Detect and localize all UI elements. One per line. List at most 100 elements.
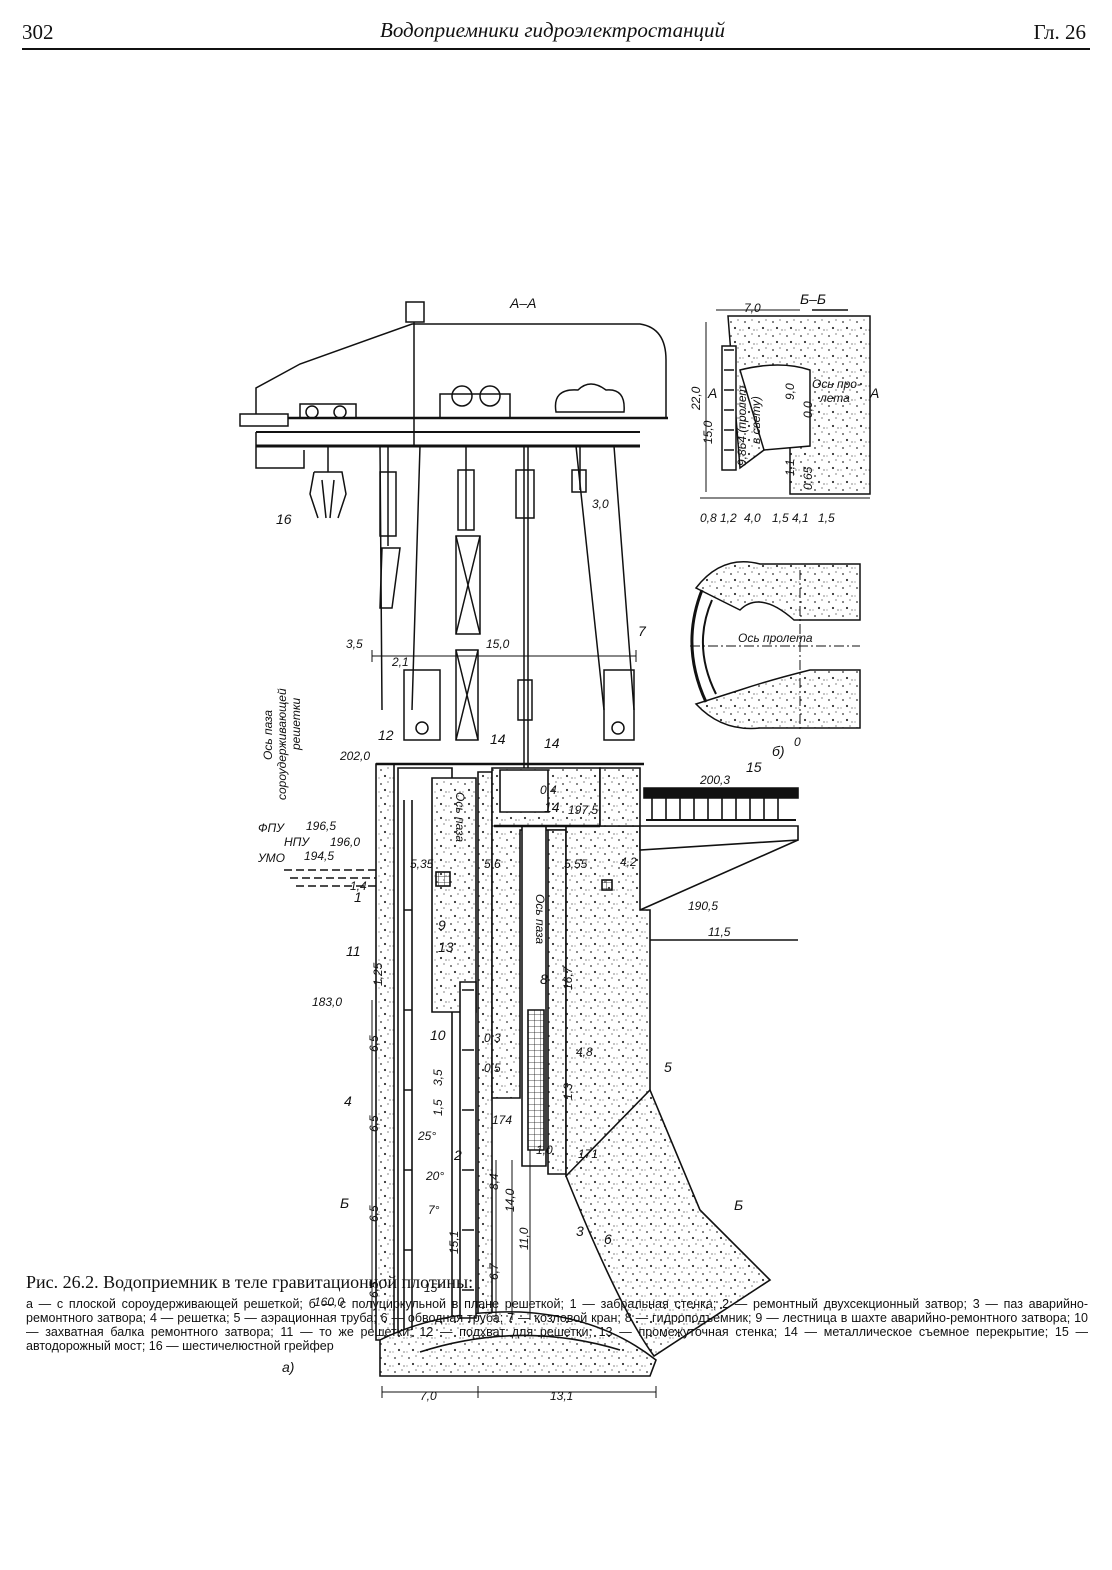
level-160: 160,0 <box>314 1295 344 1309</box>
dim-6-5-c: 6,5 <box>367 1205 381 1222</box>
caption-body: а — с плоской сороудерживающей решеткой;… <box>26 1297 1088 1353</box>
plan-zero: 0 <box>794 735 801 749</box>
axis-of-span-line2: лета <box>819 391 850 405</box>
dim-14: 14,0 <box>503 1188 517 1212</box>
dam-body <box>284 762 799 1377</box>
level-200-3: 200,3 <box>699 773 730 787</box>
chapter-label: Гл. 26 <box>1033 20 1086 44</box>
dim-0: 0,0 <box>801 401 815 418</box>
angle-15: 15° <box>424 1281 442 1295</box>
marker-14-a: 14 <box>490 731 506 747</box>
dim-1-3: 1,3 <box>561 1083 575 1100</box>
level-fpu-value: 196,5 <box>306 819 336 833</box>
axis-groove-2: Ось паза <box>533 894 547 944</box>
dim-1-0: 1,0 <box>536 1143 553 1157</box>
dim-15-vert: 15,0 <box>701 420 715 444</box>
angle-20: 20° <box>425 1169 444 1183</box>
dim-16-7: 16,7 <box>561 965 575 990</box>
level-fpu: ФПУ <box>258 821 285 835</box>
marker-7: 7 <box>638 623 647 639</box>
page-header: 302 Водоприемники гидроэлектростанций Гл… <box>0 0 1112 54</box>
dim-11-5: 11,5 <box>708 925 731 939</box>
angle-25: 25° <box>417 1129 436 1143</box>
dim-5-55: 5,55 <box>564 857 588 871</box>
level-umo: УМО <box>257 851 285 865</box>
marker-b-left: Б <box>340 1195 349 1211</box>
dim-0-4: 0,4 <box>540 783 557 797</box>
axis-of-span-b: Ось пролета <box>738 631 813 645</box>
dim-bottom-2: 4,0 <box>744 511 761 525</box>
level-190-5: 190,5 <box>688 899 718 913</box>
caption-title: Рис. 26.2. Водоприемник в теле гравитаци… <box>26 1272 474 1292</box>
dim-3: 3,0 <box>592 497 609 511</box>
dim-5-35: 5,35 <box>410 857 434 871</box>
level-npu-value: 196,0 <box>330 835 360 849</box>
section-a-right: А <box>869 385 879 401</box>
dim-bottom-0: 0,8 <box>700 511 717 525</box>
marker-5: 5 <box>664 1059 672 1075</box>
dim-0-5: 0,5 <box>484 1061 501 1075</box>
dim-0-3: 0,3 <box>484 1031 501 1045</box>
level-npu: НПУ <box>284 835 310 849</box>
axis-grating-line1: Ось паза <box>261 710 275 760</box>
marker-3: 3 <box>576 1223 584 1239</box>
dim-2-1: 2,1 <box>391 655 409 669</box>
subfigure-a-label: а) <box>282 1359 294 1375</box>
figure-caption: Рис. 26.2. Водоприемник в теле гравитаци… <box>26 1272 1088 1353</box>
dim-bottom-4: 4,1 <box>792 511 809 525</box>
axis-grating-line3: решетки <box>289 697 303 751</box>
dimension-lines <box>371 650 798 1398</box>
header-rule <box>22 48 1090 50</box>
marker-2: 2 <box>453 1147 462 1163</box>
dim-6-5-a: 6,5 <box>367 1035 381 1052</box>
gantry-crane <box>239 301 668 770</box>
running-title: Водоприемники гидроэлектростанций <box>380 18 726 42</box>
level-171: 171 <box>578 1147 598 1161</box>
marker-16: 16 <box>276 511 292 527</box>
dim-7-bottom: 7,0 <box>420 1389 437 1403</box>
axis-grating-line2: сороудерживающей <box>275 688 289 800</box>
plan-b <box>690 560 861 730</box>
marker-b-right: Б <box>734 1197 743 1213</box>
subfigure-b-label: б) <box>772 743 785 759</box>
dim-6-5-d: 6,5 <box>367 1281 381 1298</box>
dim-3-5-b: 3,5 <box>431 1069 445 1086</box>
dim-bottom-5: 1,5 <box>818 511 835 525</box>
dim-7-top: 7,0 <box>744 301 761 315</box>
span-label-1: 9,864 (пролет <box>735 386 749 466</box>
level-197-5: 197,5 <box>568 803 598 817</box>
dim-1-1: 1,1 <box>783 459 797 476</box>
marker-12: 12 <box>378 727 394 743</box>
dim-13-1: 13,1 <box>550 1389 573 1403</box>
level-umo-value: 194,5 <box>304 849 334 863</box>
level-174: 174 <box>492 1113 512 1127</box>
dim-1-5-b: 1,5 <box>431 1099 445 1116</box>
dim-5-6: 5,6 <box>484 857 501 871</box>
intake-drawing: А–А Б–Б А А а) б) Ось про- лета Ось прол… <box>239 291 879 1403</box>
marker-9: 9 <box>438 917 446 933</box>
marker-8: 8 <box>540 971 548 987</box>
dim-bottom-1: 1,2 <box>720 511 737 525</box>
section-a-left: А <box>707 385 717 401</box>
section-aa-label: А–А <box>509 295 536 311</box>
marker-11: 11 <box>346 943 361 959</box>
marker-1: 1 <box>354 889 362 905</box>
dim-22: 22,0 <box>689 386 703 411</box>
dim-15: 15,0 <box>486 637 510 651</box>
marker-15: 15 <box>746 759 762 775</box>
dim-4-8: 4,8 <box>576 1045 593 1059</box>
dim-1-4: 1,4 <box>350 879 367 893</box>
marker-4: 4 <box>344 1093 352 1109</box>
section-bb-label: Б–Б <box>800 291 826 307</box>
dim-15-1: 15,1 <box>447 1231 461 1254</box>
dim-9: 9,0 <box>783 383 797 400</box>
figure-labels: А–А Б–Б А А а) б) Ось про- лета Ось прол… <box>257 291 879 1403</box>
marker-14-b: 14 <box>544 735 560 751</box>
axis-groove-1: Ось паза <box>453 792 467 842</box>
marker-14-c: 14 <box>544 799 560 815</box>
span-label-2: в свету) <box>749 396 763 444</box>
level-202: 202,0 <box>339 749 370 763</box>
dim-bottom-3: 1,5 <box>772 511 789 525</box>
dim-6-5-b: 6,5 <box>367 1115 381 1132</box>
dim-6-7: 6,7 <box>487 1262 501 1280</box>
